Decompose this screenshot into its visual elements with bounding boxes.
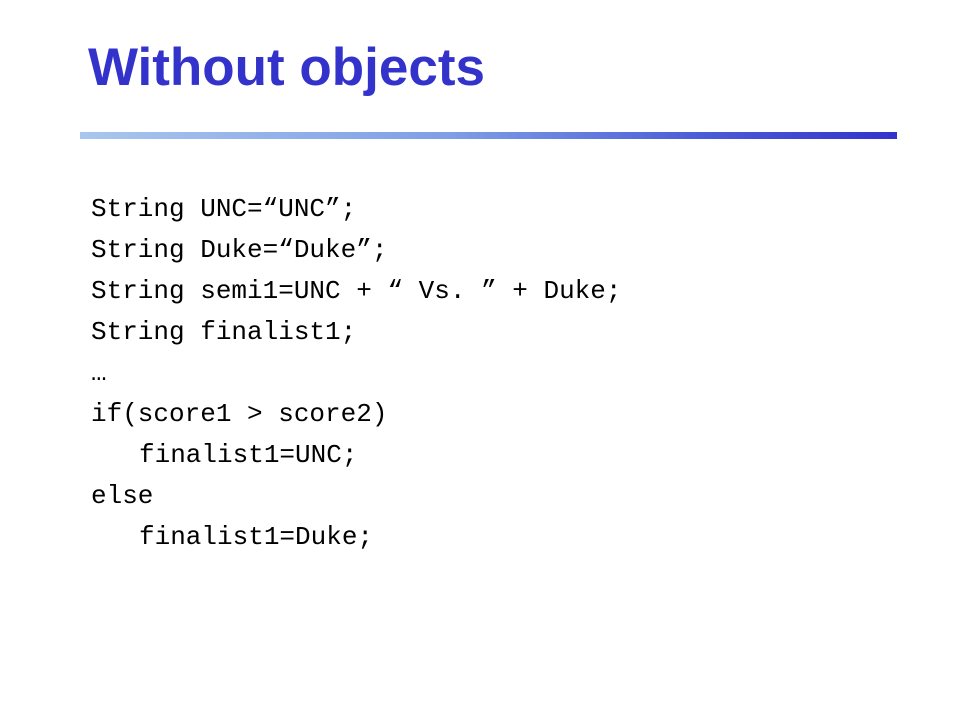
code-line-4: String finalist1;	[91, 317, 357, 347]
code-line-8: else	[91, 481, 154, 511]
code-line-7: finalist1=UNC;	[139, 440, 358, 470]
code-line-3: String semi1=UNC + “ Vs. ” + Duke;	[91, 276, 622, 306]
code-line-2: String Duke=“Duke”;	[91, 235, 388, 265]
code-line-1: String UNC=“UNC”;	[91, 194, 357, 224]
code-line-5: …	[91, 358, 107, 388]
slide-title: Without objects	[88, 38, 485, 97]
code-line-9: finalist1=Duke;	[139, 522, 374, 552]
code-line-6: if(score1 > score2)	[91, 399, 388, 429]
title-underline-rule	[80, 132, 897, 139]
code-block: String UNC=“UNC”; String Duke=“Duke”; St…	[91, 189, 622, 558]
